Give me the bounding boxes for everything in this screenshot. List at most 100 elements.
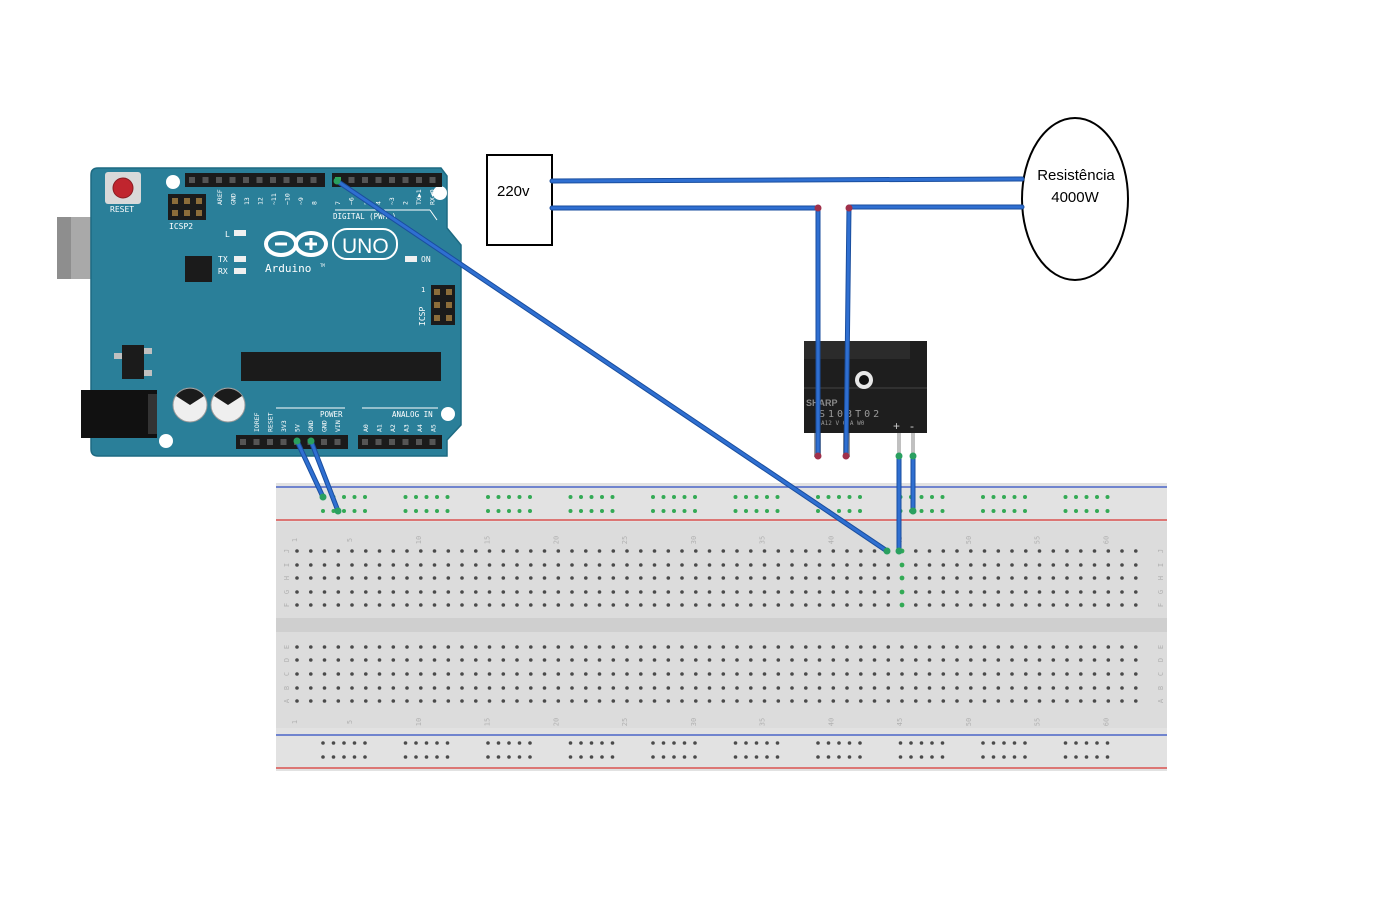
breadboard-hole <box>295 645 299 649</box>
column-number-top: 30 <box>690 536 698 544</box>
breadboard-hole <box>790 645 794 649</box>
breadboard-hole <box>955 645 959 649</box>
breadboard-hole <box>1079 549 1083 553</box>
row-letter-left: J <box>283 549 291 553</box>
breadboard-hole <box>364 603 368 607</box>
breadboard-hole <box>336 672 341 676</box>
rail-hole <box>1074 495 1078 499</box>
breadboard-hole <box>322 603 327 607</box>
breadboard-hole <box>419 549 423 553</box>
breadboard-hole <box>460 645 464 649</box>
breadboard-hole <box>446 699 451 703</box>
rail-hole <box>528 495 532 499</box>
rail-hole <box>661 495 666 499</box>
rail-hole <box>496 509 501 513</box>
barrel-jack <box>81 390 157 438</box>
icsp-pins <box>434 289 452 321</box>
rail-hole <box>507 741 511 745</box>
breadboard-hole <box>749 603 753 607</box>
rail-hole <box>754 755 759 759</box>
breadboard-hole <box>364 686 368 690</box>
breadboard-hole <box>680 699 684 703</box>
header-pin <box>429 439 436 445</box>
rail-hole <box>1063 741 1068 745</box>
column-number-bottom: 20 <box>552 718 560 726</box>
rail-hole <box>858 741 862 745</box>
breadboard-hole <box>776 576 781 580</box>
breadboard-hole <box>336 645 341 649</box>
breadboard-hole <box>1051 658 1056 662</box>
breadboard-hole <box>886 699 891 703</box>
breadboard-hole <box>529 603 533 607</box>
breadboard-hole <box>955 672 959 676</box>
breadboard-hole <box>460 658 464 662</box>
rail-hole <box>733 509 738 513</box>
breadboard-hole <box>941 699 946 703</box>
breadboard-hole <box>405 672 409 676</box>
breadboard-hole <box>694 603 698 607</box>
breadboard-hole <box>969 686 973 690</box>
relay-plus-dot <box>895 452 903 460</box>
digital-label: DIGITAL (PWM~) <box>333 212 396 221</box>
breadboard-hole <box>1134 645 1138 649</box>
digital-pin-label: ~3 <box>388 197 396 205</box>
breadboard-hole <box>501 658 506 662</box>
breadboard-hole <box>336 590 341 594</box>
breadboard-hole <box>680 590 684 594</box>
header-pin <box>375 177 382 183</box>
breadboard-hole <box>955 549 959 553</box>
digital-pin-label: 13 <box>243 197 251 205</box>
breadboard-hole <box>474 658 478 662</box>
rail-hole <box>930 755 934 759</box>
breadboard-hole <box>652 603 657 607</box>
header-pin <box>429 177 436 183</box>
breadboard-hole <box>996 672 1001 676</box>
breadboard-hole <box>707 699 712 703</box>
load-label-line2: 4000W <box>1051 189 1099 206</box>
breadboard-hole <box>542 658 547 662</box>
rail-hole <box>940 741 945 745</box>
breadboard-hole <box>625 563 629 567</box>
rail-hole <box>733 741 738 745</box>
breadboard-hole <box>900 686 904 690</box>
rail-hole <box>1084 741 1089 745</box>
junction-dot <box>845 204 853 212</box>
breadboard-hole <box>707 645 712 649</box>
breadboard-hole <box>1024 576 1028 580</box>
breadboard-hole <box>790 603 794 607</box>
breadboard-hole <box>735 590 739 594</box>
breadboard-hole <box>501 672 506 676</box>
rail-hole <box>589 509 594 513</box>
rail-hole <box>826 495 831 499</box>
breadboard-hole <box>982 658 987 662</box>
analog-pin-label: A5 <box>430 424 438 432</box>
rail-hole <box>682 495 687 499</box>
breadboard-hole <box>556 645 561 649</box>
breadboard-hole <box>969 645 973 649</box>
breadboard-hole <box>460 672 464 676</box>
breadboard-hole <box>556 590 561 594</box>
breadboard-hole <box>817 603 822 607</box>
rail-hole <box>1084 495 1089 499</box>
power-pin-label: IOREF <box>253 412 261 432</box>
column-number-bottom: 1 <box>291 720 299 724</box>
breadboard-hole <box>941 672 946 676</box>
rail-hole <box>1074 509 1078 513</box>
breadboard-hole <box>804 658 808 662</box>
reset-label: RESET <box>110 205 134 214</box>
rail-hole <box>858 755 862 759</box>
header-pin <box>402 439 409 445</box>
breadboard-hole <box>446 549 451 553</box>
breadboard-hole <box>639 686 643 690</box>
breadboard-hole <box>1010 576 1014 580</box>
power-source: 220v <box>486 154 553 246</box>
breadboard-hole <box>474 590 478 594</box>
breadboard-hole <box>377 658 382 662</box>
row-letter-right: F <box>1157 603 1165 607</box>
breadboard-hole <box>817 549 822 553</box>
digital-pin-label: 12 <box>257 197 265 205</box>
breadboard-hole <box>1106 603 1111 607</box>
header-pin <box>267 439 273 445</box>
breadboard-hole <box>570 672 574 676</box>
breadboard-hole <box>707 672 712 676</box>
